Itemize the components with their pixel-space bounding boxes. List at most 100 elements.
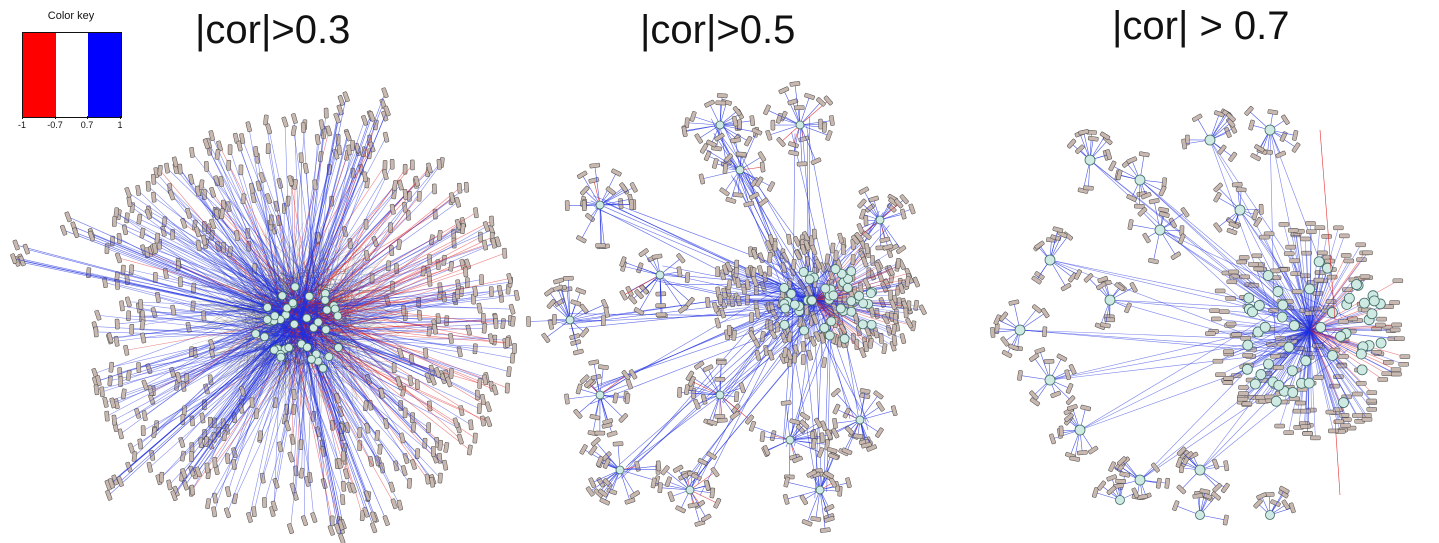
gene-node xyxy=(579,327,590,338)
positive-edge xyxy=(599,204,601,246)
hub-node xyxy=(815,485,825,495)
positive-edge xyxy=(719,137,741,171)
hub-node xyxy=(270,311,280,321)
gene-node xyxy=(496,284,503,296)
hub-node xyxy=(854,290,864,301)
gene-node xyxy=(811,314,819,325)
gene-node xyxy=(472,432,478,444)
gene-node xyxy=(628,369,638,380)
gene-node xyxy=(1338,413,1350,418)
positive-edge xyxy=(785,402,791,441)
gene-node xyxy=(140,332,147,344)
positive-edge xyxy=(268,198,313,304)
gene-node xyxy=(145,180,151,192)
hub-node xyxy=(828,290,839,301)
gene-node xyxy=(1274,423,1285,429)
positive-edge xyxy=(599,189,626,206)
gene-node xyxy=(188,173,195,185)
gene-node xyxy=(612,392,619,404)
gene-node xyxy=(1313,375,1324,380)
positive-edge xyxy=(287,259,430,318)
hub-node xyxy=(789,299,800,310)
gene-node xyxy=(1000,336,1010,347)
gene-node xyxy=(810,157,822,165)
positive-edge xyxy=(1209,139,1323,308)
gene-node xyxy=(112,216,117,227)
gene-node xyxy=(166,479,173,491)
gene-node xyxy=(1226,112,1236,123)
positive-edge xyxy=(599,394,609,422)
gene-node xyxy=(1217,144,1227,155)
positive-edge xyxy=(142,232,306,316)
gene-node xyxy=(374,455,381,467)
positive-edge xyxy=(279,337,324,452)
gene-node xyxy=(1289,258,1300,264)
gene-node xyxy=(660,465,670,476)
gene-node xyxy=(1150,462,1160,473)
gene-node xyxy=(775,112,783,124)
positive-edge xyxy=(684,306,823,481)
gene-node xyxy=(823,470,835,479)
positive-edge xyxy=(846,419,861,452)
positive-edge xyxy=(1282,269,1311,331)
gene-node xyxy=(821,357,828,368)
gene-node xyxy=(1238,391,1249,396)
gene-node xyxy=(207,374,214,386)
gene-node xyxy=(346,144,352,156)
positive-edge xyxy=(1297,291,1311,331)
color-key-legend: Color key -1 -0.7 0.7 1 xyxy=(14,10,128,132)
gene-node xyxy=(1390,367,1402,372)
positive-edge xyxy=(299,135,349,321)
hub-node xyxy=(1335,331,1346,342)
gene-node xyxy=(1042,326,1048,338)
gene-node xyxy=(504,382,510,394)
positive-edge xyxy=(293,331,317,395)
gene-node xyxy=(1008,299,1020,306)
gene-node xyxy=(136,362,142,373)
gene-node xyxy=(281,116,289,128)
gene-node xyxy=(786,331,793,343)
gene-node xyxy=(726,325,732,336)
gene-node xyxy=(300,122,306,133)
gene-node xyxy=(378,387,386,399)
hub-node xyxy=(1359,297,1370,309)
gene-node xyxy=(391,362,397,373)
gene-node xyxy=(684,272,691,283)
hub-node xyxy=(289,319,299,329)
gene-node xyxy=(402,163,408,175)
positive-edge xyxy=(1309,329,1346,426)
negative-edge xyxy=(814,299,872,344)
hub-node xyxy=(735,165,745,175)
gene-node xyxy=(1068,364,1077,375)
gene-node xyxy=(1205,331,1216,336)
positive-edge xyxy=(568,303,820,330)
gene-node xyxy=(134,408,142,419)
gene-node xyxy=(788,149,800,157)
gene-node xyxy=(786,233,792,245)
positive-edge xyxy=(879,219,882,248)
gene-node xyxy=(602,418,614,425)
negative-edge xyxy=(310,196,420,328)
gene-node xyxy=(1096,281,1107,291)
positive-edge xyxy=(814,299,895,341)
positive-edge xyxy=(148,185,299,328)
gene-node xyxy=(465,324,472,336)
gene-node xyxy=(634,289,644,299)
gene-node xyxy=(93,326,99,338)
gene-node xyxy=(603,306,610,318)
gene-node xyxy=(993,314,1002,325)
hub-node xyxy=(875,215,885,225)
gene-node xyxy=(423,347,429,359)
gene-node xyxy=(1222,380,1234,386)
gene-node xyxy=(719,187,730,197)
positive-edge xyxy=(282,335,515,349)
positive-edge xyxy=(285,335,343,500)
gene-node xyxy=(891,335,898,346)
positive-edge xyxy=(557,288,571,321)
negative-edge xyxy=(300,180,417,315)
gene-node xyxy=(107,478,115,489)
positive-edge xyxy=(717,271,816,301)
gene-node xyxy=(270,500,278,512)
gene-node xyxy=(874,261,882,273)
gene-node xyxy=(859,392,871,400)
